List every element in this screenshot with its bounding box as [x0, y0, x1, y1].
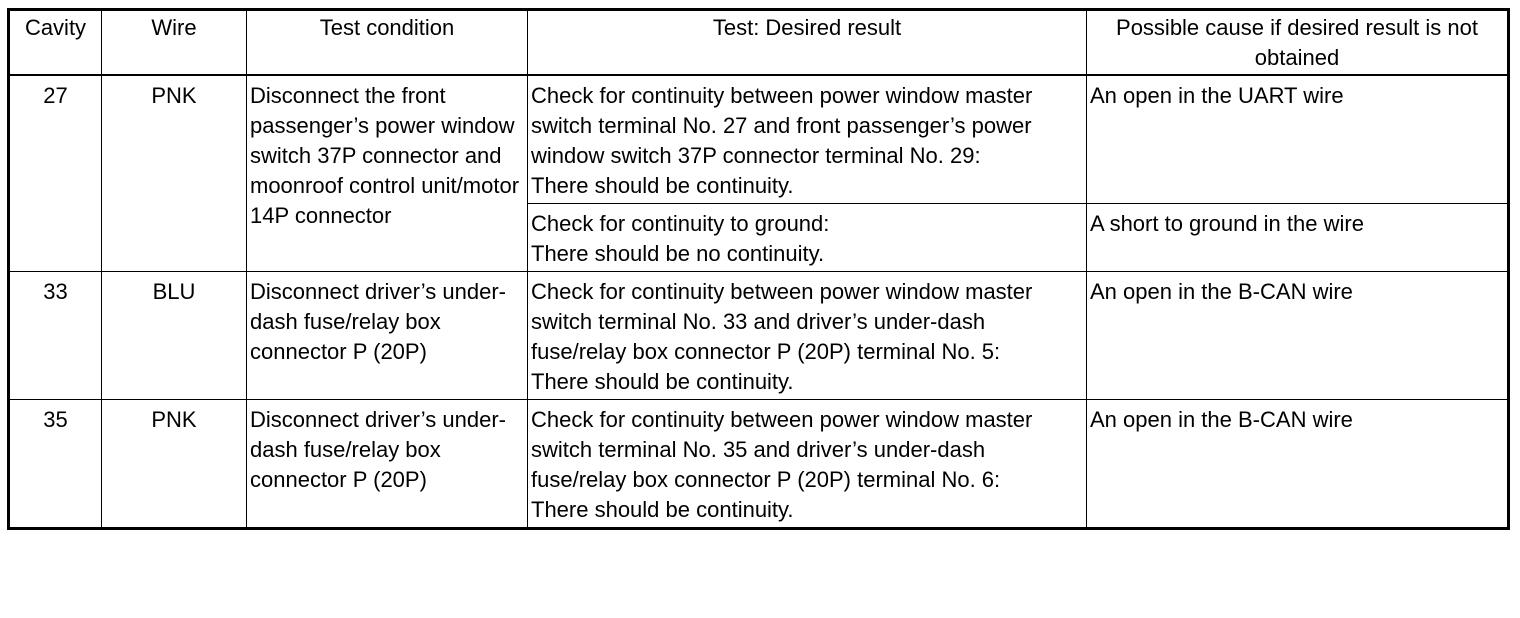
- possible-cause-cell: An open in the UART wire: [1086, 74, 1509, 204]
- possible-cause-cell: An open in the B-CAN wire: [1086, 399, 1509, 529]
- cavity-cell: 35: [8, 399, 102, 529]
- result-expected-text: There should be continuity.: [531, 173, 794, 198]
- possible-cause-cell: A short to ground in the wire: [1086, 203, 1509, 272]
- table-body: 27 PNK Disconnect the front passenger’s …: [8, 74, 1509, 529]
- table-row: 35 PNK Disconnect driver’s under-dash fu…: [8, 399, 1509, 529]
- wire-cell: PNK: [101, 399, 247, 529]
- header-test-condition: Test condition: [246, 9, 528, 76]
- desired-result-cell: Check for continuity between power windo…: [527, 399, 1087, 529]
- possible-cause-cell: An open in the B-CAN wire: [1086, 271, 1509, 400]
- desired-result-cell: Check for continuity between power windo…: [527, 74, 1087, 204]
- header-desired-result: Test: Desired result: [527, 9, 1087, 76]
- cavity-cell: 33: [8, 271, 102, 400]
- header-cavity: Cavity: [8, 9, 102, 76]
- result-check-text: Check for continuity between power windo…: [531, 407, 1033, 492]
- test-condition-cell: Disconnect driver’s under-dash fuse/rela…: [246, 399, 528, 529]
- wire-cell: BLU: [101, 271, 247, 400]
- desired-result-cell: Check for continuity to ground: There sh…: [527, 203, 1087, 272]
- header-possible-cause: Possible cause if desired result is not …: [1086, 9, 1509, 76]
- table-row: 27 PNK Disconnect the front passenger’s …: [8, 74, 1509, 272]
- test-condition-cell: Disconnect driver’s under-dash fuse/rela…: [246, 271, 528, 400]
- table-row: 33 BLU Disconnect driver’s under-dash fu…: [8, 271, 1509, 400]
- desired-result-cell: Check for continuity between power windo…: [527, 271, 1087, 400]
- result-check-text: Check for continuity to ground:: [531, 211, 830, 236]
- table-header: Cavity Wire Test condition Test: Desired…: [8, 9, 1509, 76]
- header-row: Cavity Wire Test condition Test: Desired…: [8, 9, 1509, 76]
- result-check-text: Check for continuity between power windo…: [531, 83, 1033, 168]
- wire-cell: PNK: [101, 74, 247, 272]
- cavity-cell: 27: [8, 74, 102, 272]
- result-check-text: Check for continuity between power windo…: [531, 279, 1033, 364]
- result-expected-text: There should be no continuity.: [531, 241, 825, 266]
- result-expected-text: There should be continuity.: [531, 369, 794, 394]
- header-wire: Wire: [101, 9, 247, 76]
- test-condition-cell: Disconnect the front passenger’s power w…: [246, 74, 528, 272]
- result-expected-text: There should be continuity.: [531, 497, 794, 522]
- diagnostic-table: Cavity Wire Test condition Test: Desired…: [7, 8, 1510, 530]
